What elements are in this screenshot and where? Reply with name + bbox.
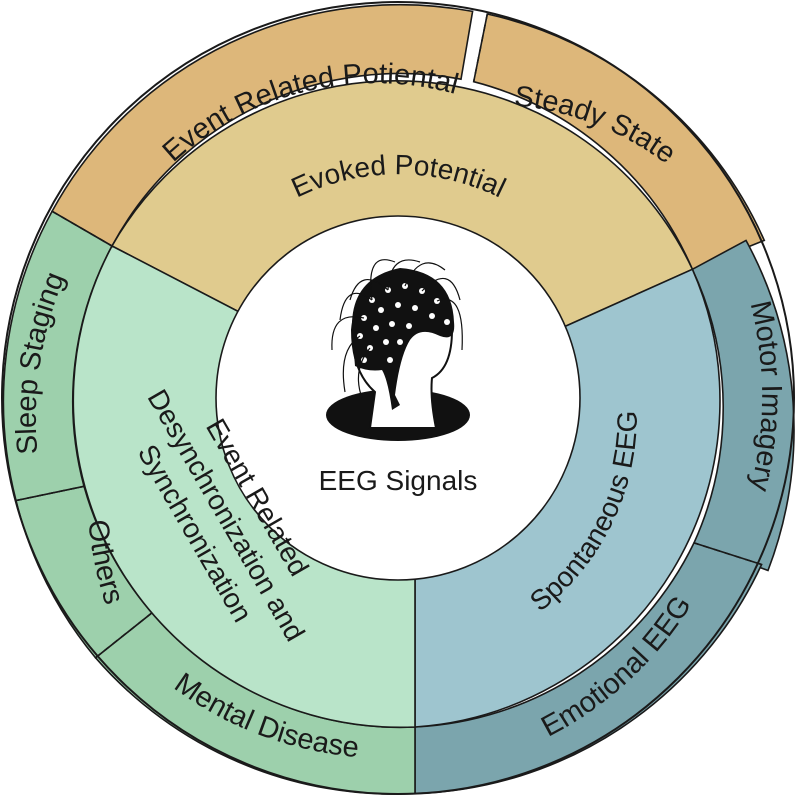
center-label: EEG Signals	[319, 465, 478, 496]
divider-others-sleep	[15, 485, 85, 502]
divider-erp-steady	[472, 13, 489, 82]
divider-sleep-erp	[51, 210, 113, 247]
outer-sector-event-related-potential	[51, 3, 474, 248]
divider-mental-others	[95, 612, 153, 659]
eeg-cap-head-icon	[326, 259, 470, 441]
divider-motor-emotional	[693, 542, 762, 566]
outer-sector-motor-imagery	[691, 239, 795, 572]
